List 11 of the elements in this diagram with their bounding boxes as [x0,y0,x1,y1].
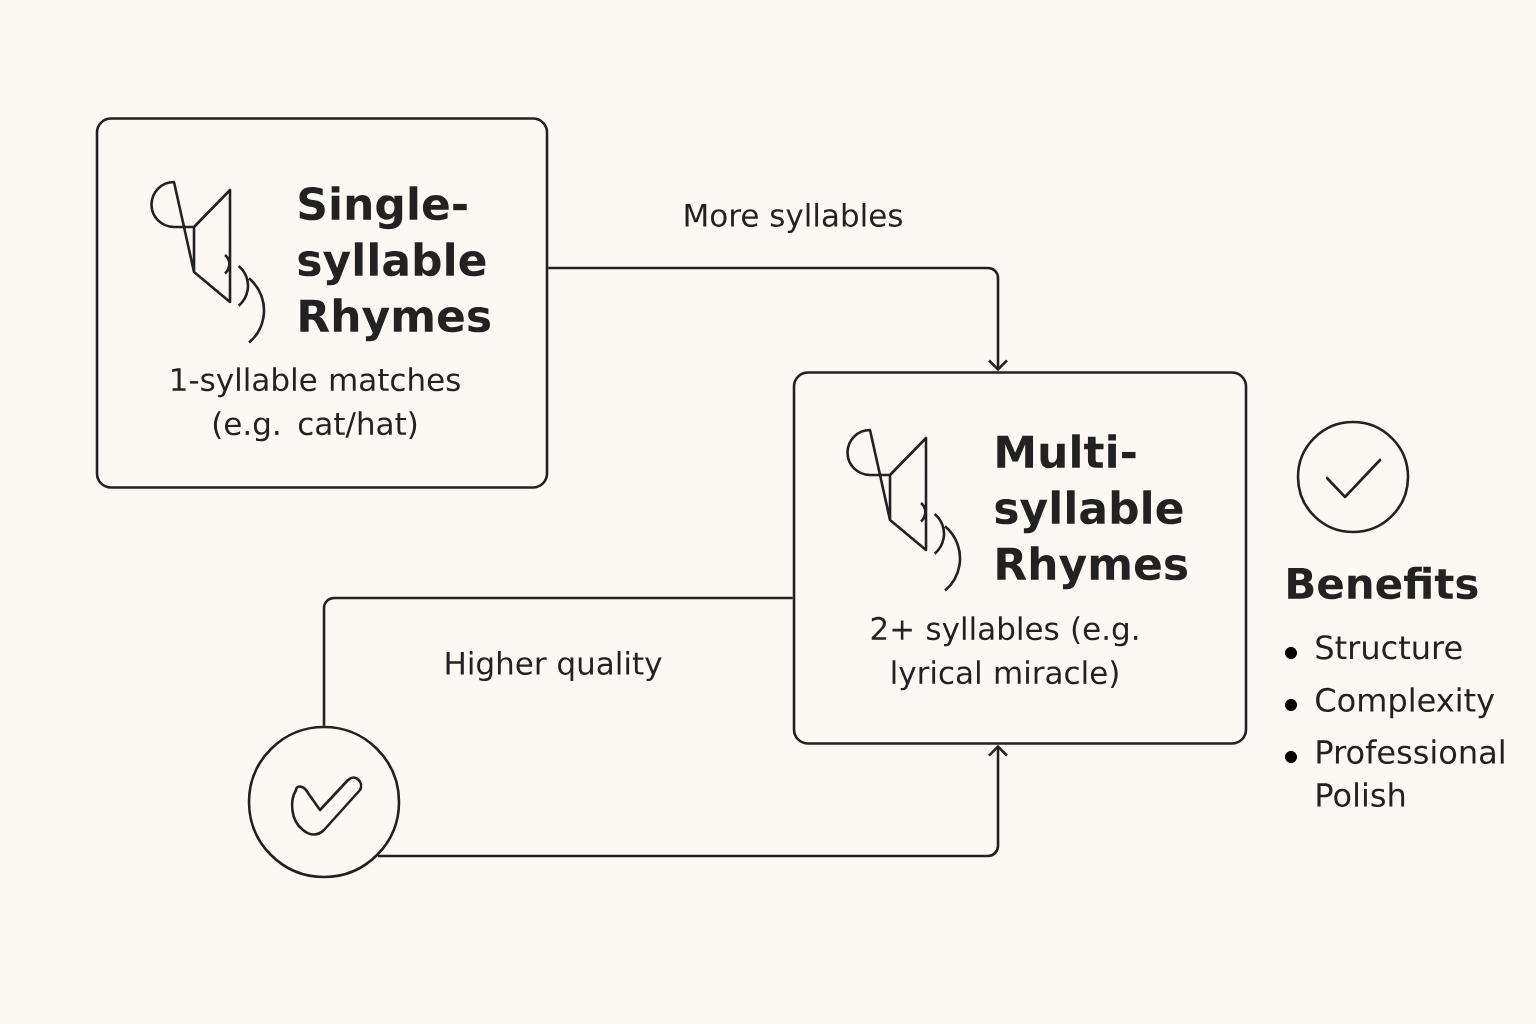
bullet-item: Complexity [1285,687,1495,719]
section-heading: Benefits [1288,566,1478,600]
edge-label: More syllables [680,201,906,235]
rhyme-box: Single-syllable Rhymes 1-syllable matches (e.g. cat/hat) [95,117,549,489]
check-circle [247,725,401,879]
rhyme-box: Multi-syllable Rhymes 2+ syllables (e.g. lyrical miracle) [792,371,1248,745]
bullet-item: Professional Polish [1285,739,1504,808]
connector-arrow [548,266,1008,372]
edge-label: Higher quality [441,649,665,683]
connector-arrow [377,744,1008,858]
bullet-item: Structure [1285,635,1462,660]
